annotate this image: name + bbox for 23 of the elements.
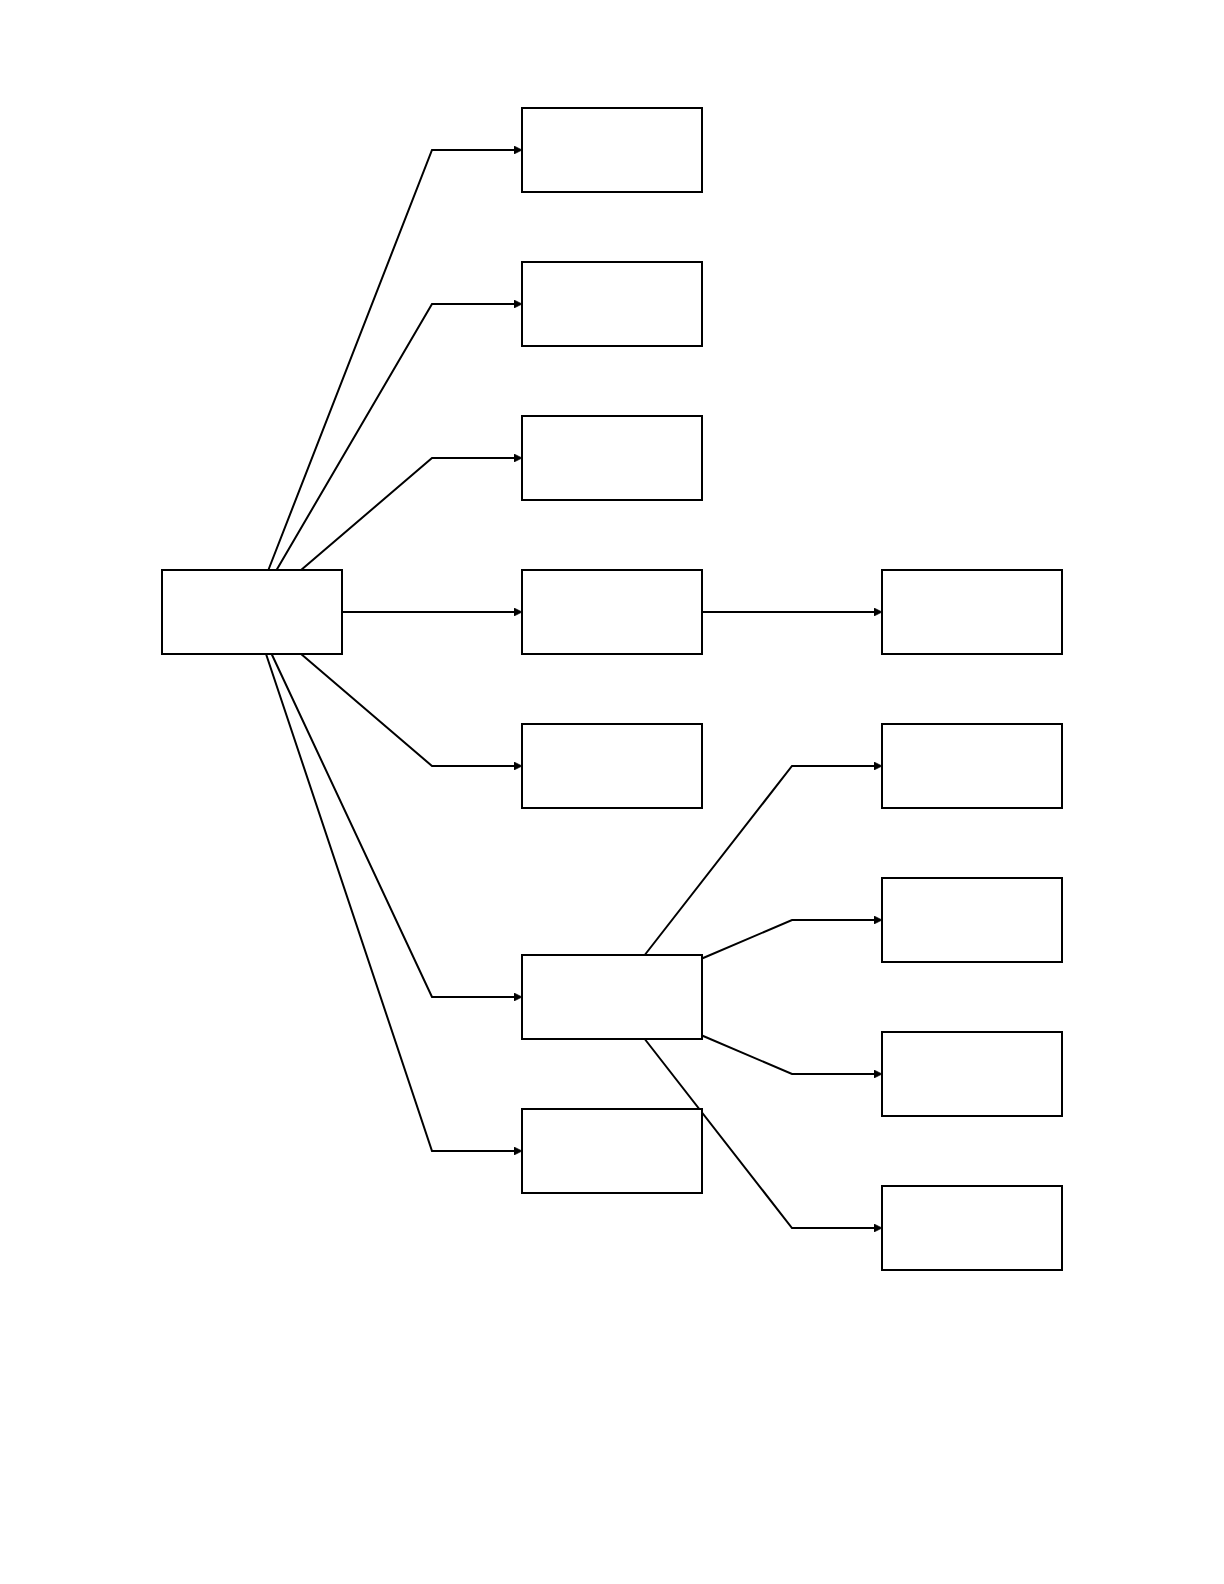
arrow: [643, 1038, 883, 1233]
arrow: [701, 915, 883, 960]
node-box: [521, 1108, 703, 1194]
node-box: [521, 569, 703, 655]
node-box: [521, 954, 703, 1040]
node-box: [881, 1031, 1063, 1117]
node-box: [881, 877, 1063, 963]
arrow: [643, 761, 883, 956]
node-box: [521, 107, 703, 193]
arrow: [300, 653, 523, 771]
arrow: [275, 299, 523, 571]
node-box: [521, 415, 703, 501]
arrow: [267, 145, 523, 571]
node-box: [161, 569, 343, 655]
node-box: [521, 261, 703, 347]
node-box: [521, 723, 703, 809]
arrow: [270, 653, 523, 1002]
node-box: [881, 569, 1063, 655]
arrow: [265, 653, 523, 1156]
node-box: [881, 1185, 1063, 1271]
arrow: [701, 1034, 883, 1079]
arrow: [300, 453, 523, 571]
node-box: [881, 723, 1063, 809]
